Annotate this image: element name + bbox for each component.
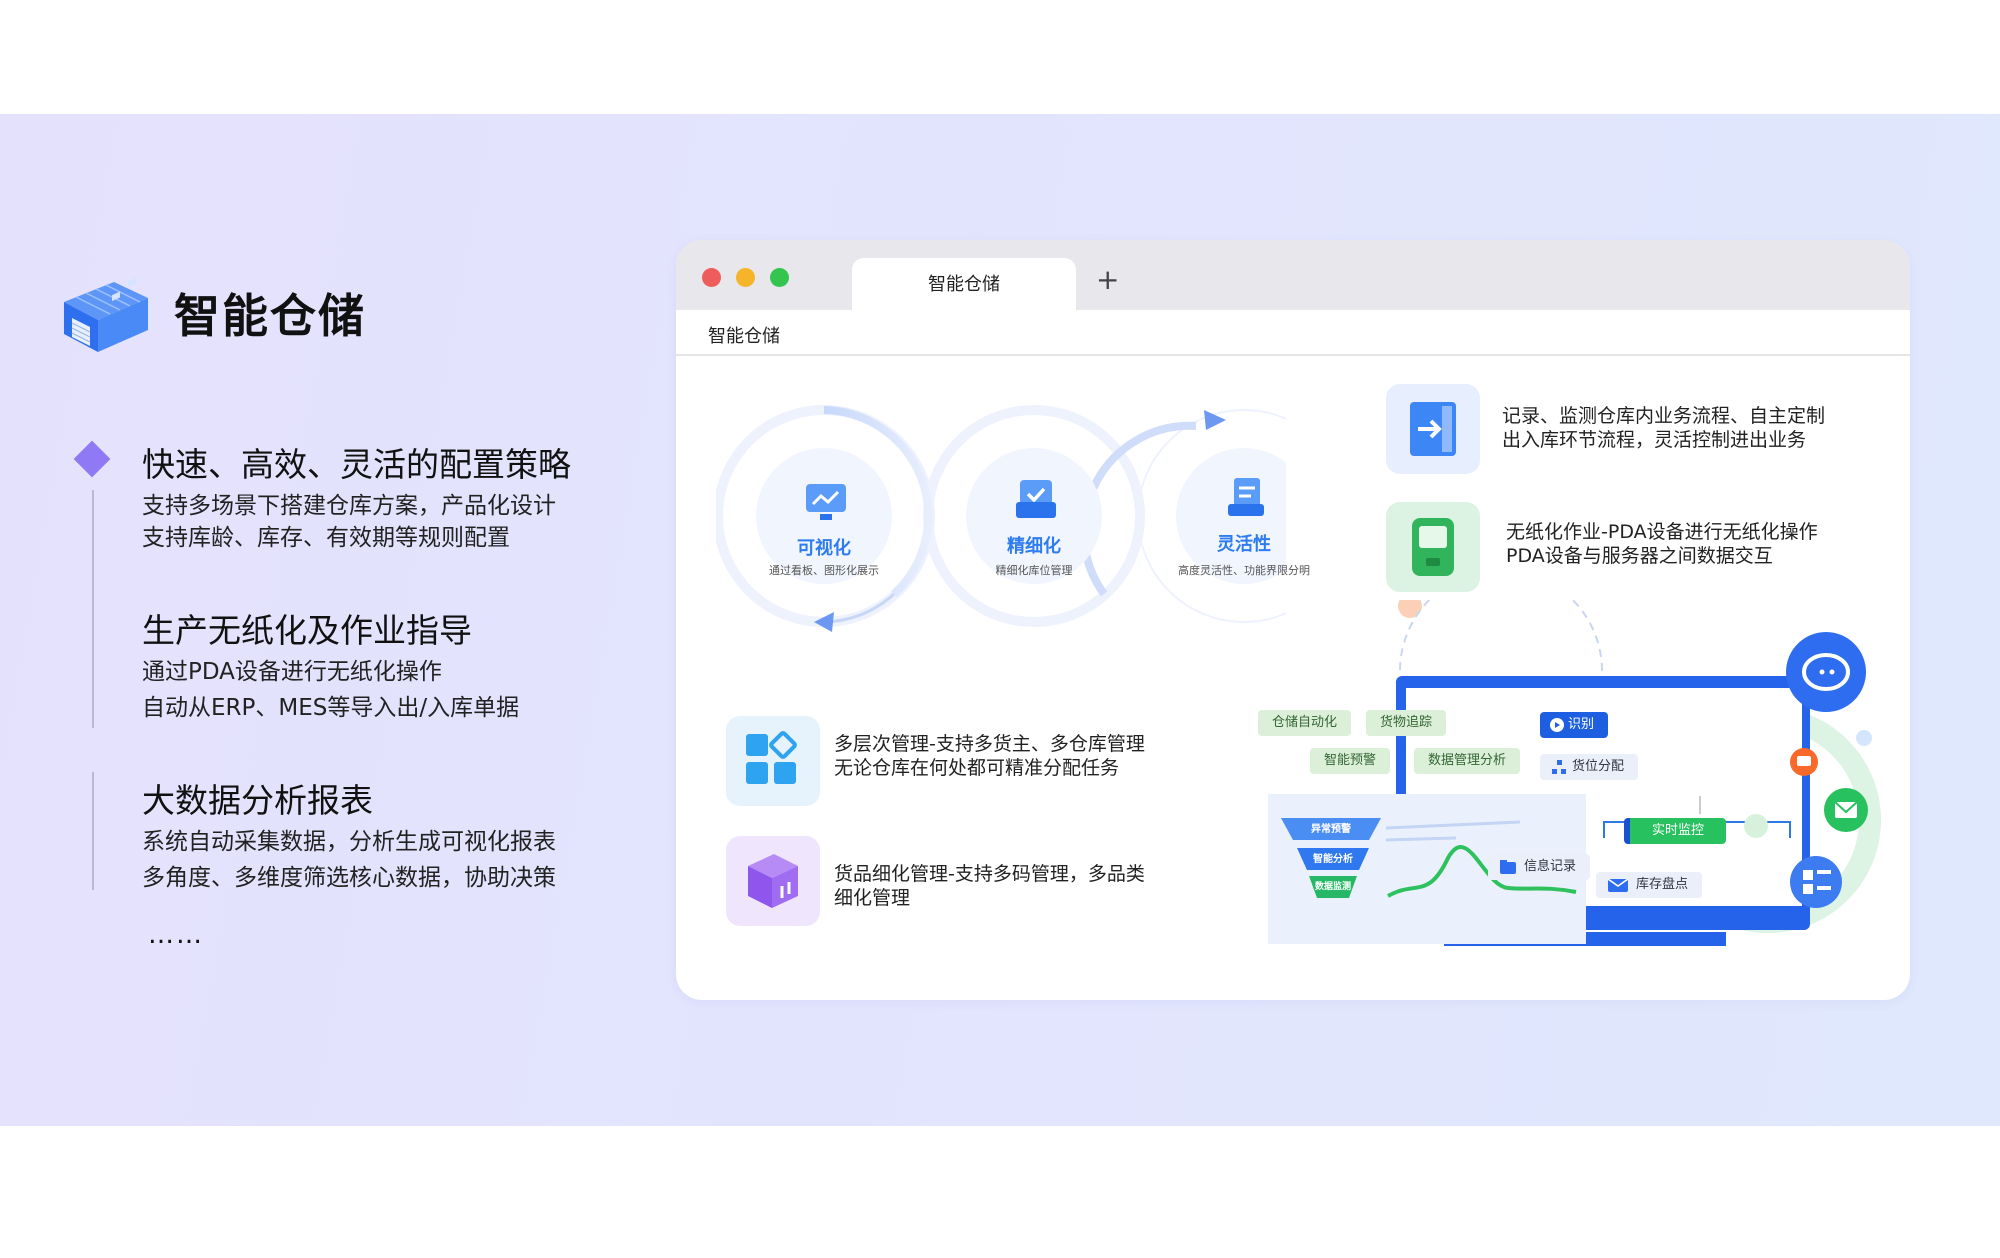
pda-feature-icon-box: [1386, 502, 1480, 592]
feature-line: 系统自动采集数据，分析生成可视化报表: [142, 829, 556, 855]
goods-icon-box: [726, 836, 820, 926]
page-header: 智能仓储: [56, 268, 656, 358]
browser-window: 智能仓储 + 智能仓储 可视化 通过看板、图形化展示 精细化 精细化库位管理: [676, 240, 1910, 1000]
cycle-label: 灵活性: [1217, 534, 1271, 555]
checklist-box-icon: [1016, 480, 1056, 518]
tag-inventory-check: 库存盘点: [1596, 872, 1703, 898]
envelope-icon: [1608, 879, 1628, 892]
dashboard-illustration: [1268, 600, 1881, 946]
tag-data-analysis: 数据管理分析: [1414, 748, 1521, 774]
location-label: 货位分配: [1572, 759, 1625, 774]
grid-blocks-icon: [746, 731, 797, 784]
tag-smart-alert: 智能预警: [1310, 748, 1391, 774]
process-feature-icon-box: [1386, 384, 1480, 474]
feature-title: 快速、高效、灵活的配置策略: [142, 445, 571, 484]
tab-smart-warehouse[interactable]: 智能仓储: [852, 258, 1076, 312]
address-text: 智能仓储: [708, 326, 780, 347]
pda-feature-line: 无纸化作业-PDA设备进行无纸化操作: [1506, 521, 1818, 543]
funnel-label: 异常预警: [1311, 824, 1351, 835]
feature-divider: [92, 490, 94, 596]
list-grid-icon: [1790, 856, 1842, 908]
identify-label: 识别: [1568, 717, 1595, 732]
info-record-label: 信息记录: [1524, 859, 1577, 874]
enter-arrow-icon: [1410, 402, 1456, 456]
process-feature-line: 出入库环节流程，灵活控制进出业务: [1502, 429, 1807, 451]
messenger-icon: [1786, 632, 1866, 712]
warehouse-icon: [64, 277, 148, 352]
goods-line: 细化管理: [834, 887, 911, 909]
goods-line: 货品细化管理-支持多码管理，多品类: [834, 863, 1145, 885]
funnel-label: 数据监测: [1314, 882, 1351, 892]
feature-line: 自动从ERP、MES等导入出/入库单据: [142, 695, 520, 721]
cycle-sub: 精细化库位管理: [995, 564, 1073, 577]
process-feature-line: 记录、监测仓库内业务流程、自主定制: [1502, 405, 1826, 427]
cycle-arrow-icon: [814, 612, 834, 632]
tag-goods-tracking: 货物追踪: [1366, 710, 1447, 736]
cycle-label: 可视化: [797, 538, 851, 559]
identify-button[interactable]: 识别: [1540, 712, 1609, 738]
maximize-window-button[interactable]: [770, 268, 789, 287]
minimize-window-button[interactable]: [736, 268, 755, 287]
pda-feature-line: PDA设备与服务器之间数据交互: [1506, 545, 1773, 567]
multi-level-icon-box: [726, 716, 820, 806]
feature-line: 支持库龄、库存、有效期等规则配置: [142, 525, 510, 551]
folder-icon: [1500, 860, 1516, 874]
feature-divider: [92, 582, 94, 728]
play-icon: [1550, 718, 1564, 732]
cycle-arrow-icon: [1204, 410, 1226, 430]
feature-title: 生产无纸化及作业指导: [142, 611, 472, 650]
more-ellipsis: ……: [148, 920, 204, 950]
address-bar[interactable]: 智能仓储: [676, 310, 1910, 356]
tag-location-allocation: 货位分配: [1540, 754, 1639, 780]
package-box-icon: [748, 854, 798, 908]
feature-line: 支持多场景下搭建仓库方案，产品化设计: [142, 493, 556, 519]
hierarchy-icon: [1552, 760, 1566, 774]
multi-level-line: 无论仓库在何处都可精准分配任务: [834, 757, 1120, 779]
feature-line: 多角度、多维度筛选核心数据，协助决策: [142, 865, 556, 891]
tag-info-record: 信息记录: [1488, 854, 1591, 880]
funnel-label: 智能分析: [1313, 854, 1353, 865]
feature-divider: [92, 772, 94, 890]
tag-warehouse-automation: 仓储自动化: [1258, 710, 1352, 736]
pda-device-icon: [1412, 518, 1454, 576]
close-window-button[interactable]: [702, 268, 721, 287]
title-bar: 智能仓储 +: [676, 240, 1910, 312]
cycle-sub: 高度灵活性、功能界限分明: [1178, 564, 1310, 577]
feature-title: 大数据分析报表: [142, 781, 373, 820]
new-tab-button[interactable]: +: [1096, 263, 1120, 296]
multi-level-line: 多层次管理-支持多货主、多仓库管理: [834, 733, 1145, 755]
page-title: 智能仓储: [174, 289, 366, 343]
document-stack-icon: [1228, 478, 1264, 516]
monitor-chart-icon: [806, 484, 846, 520]
cycle-sub: 通过看板、图形化展示: [769, 564, 879, 577]
realtime-monitor-tag: 实时监控: [1624, 818, 1727, 844]
feature-line: 通过PDA设备进行无纸化操作: [142, 659, 442, 685]
inventory-label: 库存盘点: [1636, 877, 1689, 892]
cycle-label: 精细化: [1007, 536, 1061, 557]
